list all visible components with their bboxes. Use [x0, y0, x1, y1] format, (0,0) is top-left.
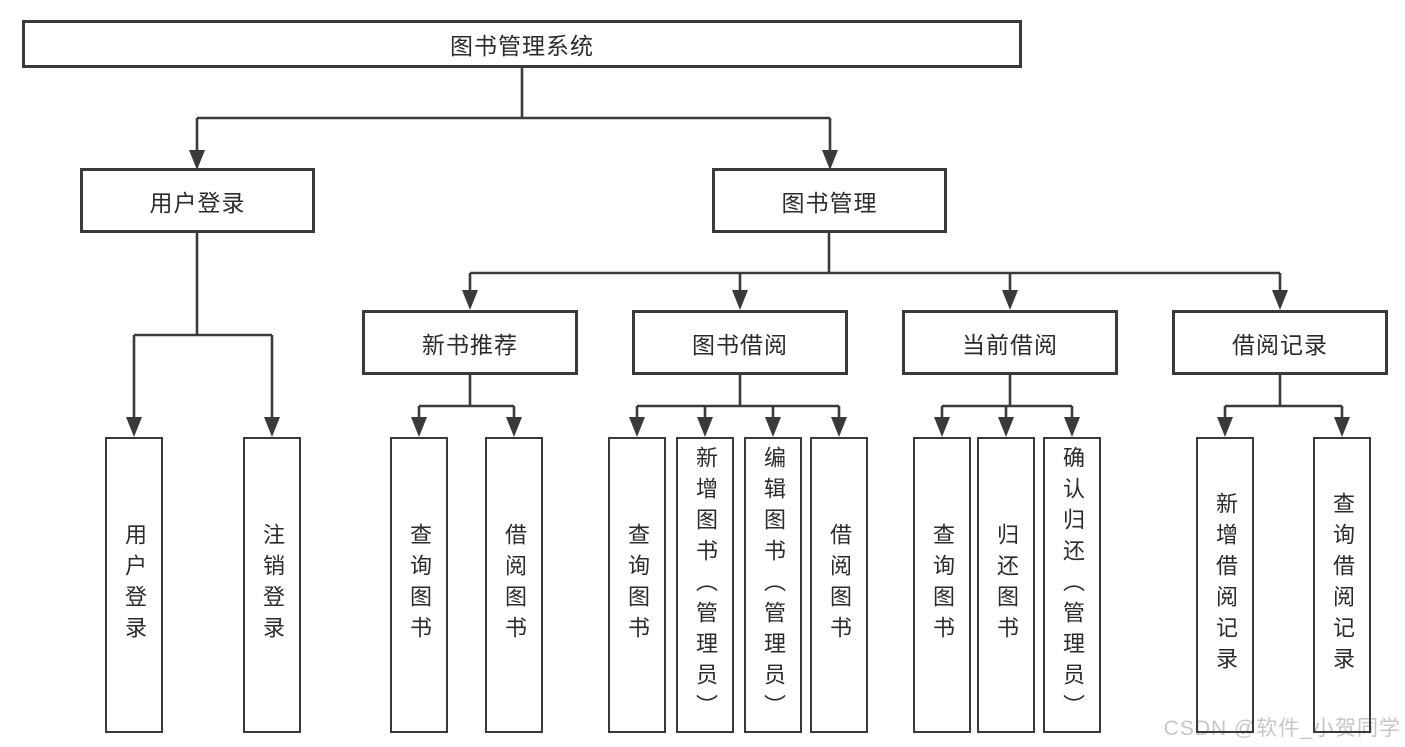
node-book-mgmt: 图书管理 — [712, 168, 947, 233]
leaf-query-borrow-record-label: 查询借阅记录 — [1330, 492, 1355, 678]
leaf-logout: 注销登录 — [243, 437, 301, 733]
leaf-add-book-admin-label: 新增图书（管理员） — [693, 445, 718, 725]
node-book-borrow-label: 图书借阅 — [692, 331, 788, 358]
leaf-query-book-current: 查询图书 — [913, 437, 971, 733]
connector-root-to-level2 — [189, 68, 838, 170]
leaf-query-book-rec-label: 查询图书 — [407, 523, 432, 647]
connector-new-book-subtree — [411, 375, 522, 437]
node-user-login-label: 用户登录 — [149, 189, 246, 216]
leaf-confirm-return-admin-label: 确认归还（管理员） — [1060, 445, 1085, 725]
node-root: 图书管理系统 — [22, 20, 1022, 68]
watermark-text: CSDN @软件_小贺同学 — [1163, 717, 1401, 740]
leaf-confirm-return-admin: 确认归还（管理员） — [1043, 437, 1101, 733]
leaf-borrow-book: 借阅图书 — [810, 437, 868, 733]
connector-borrow-records-subtree — [1217, 375, 1350, 437]
leaf-borrow-book-rec-label: 借阅图书 — [502, 523, 527, 647]
leaf-add-book-admin: 新增图书（管理员） — [676, 437, 734, 733]
leaf-query-borrow-record: 查询借阅记录 — [1313, 437, 1371, 733]
node-borrow-records: 借阅记录 — [1172, 310, 1388, 375]
leaf-user-login-label: 用户登录 — [122, 523, 147, 647]
leaf-user-login: 用户登录 — [105, 437, 163, 733]
leaf-borrow-book-rec: 借阅图书 — [485, 437, 543, 733]
leaf-edit-book-admin-label: 编辑图书（管理员） — [761, 445, 786, 725]
leaf-add-borrow-record: 新增借阅记录 — [1196, 437, 1254, 733]
node-root-label: 图书管理系统 — [450, 33, 594, 59]
node-new-book-rec-label: 新书推荐 — [422, 331, 518, 358]
leaf-borrow-book-label: 借阅图书 — [827, 523, 852, 647]
connector-user-login-subtree — [126, 233, 280, 437]
node-book-mgmt-label: 图书管理 — [781, 189, 878, 216]
node-user-login: 用户登录 — [80, 168, 315, 233]
node-book-borrow: 图书借阅 — [632, 310, 848, 375]
leaf-query-book-borrow: 查询图书 — [608, 437, 666, 733]
node-borrow-records-label: 借阅记录 — [1232, 331, 1328, 358]
connector-book-borrow-subtree — [629, 375, 847, 437]
node-current-borrow-label: 当前借阅 — [962, 331, 1058, 358]
connector-current-borrow-subtree — [934, 375, 1080, 437]
leaf-logout-label: 注销登录 — [260, 523, 285, 647]
node-new-book-rec: 新书推荐 — [362, 310, 578, 375]
leaf-query-book-rec: 查询图书 — [390, 437, 448, 733]
leaf-return-book: 归还图书 — [977, 437, 1035, 733]
leaf-edit-book-admin: 编辑图书（管理员） — [744, 437, 802, 733]
node-current-borrow: 当前借阅 — [902, 310, 1118, 375]
connector-book-mgmt-to-level3 — [462, 233, 1288, 310]
leaf-query-book-borrow-label: 查询图书 — [625, 523, 650, 647]
leaf-add-borrow-record-label: 新增借阅记录 — [1213, 492, 1238, 678]
leaf-return-book-label: 归还图书 — [994, 523, 1019, 647]
leaf-query-book-current-label: 查询图书 — [930, 523, 955, 647]
